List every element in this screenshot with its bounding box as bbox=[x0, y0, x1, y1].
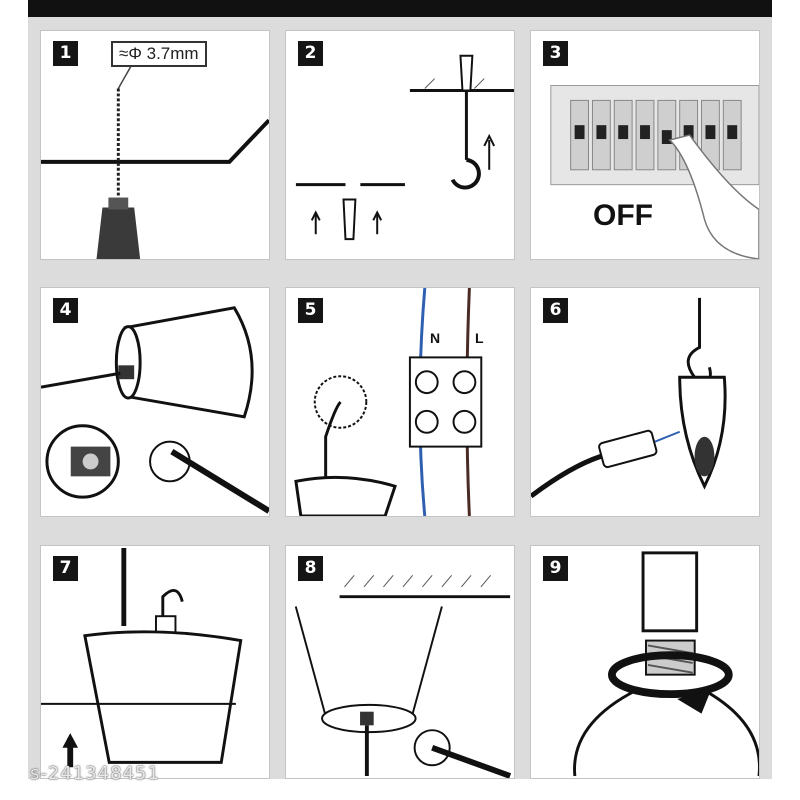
drill-size-label: ≈Φ 3.7mm bbox=[111, 41, 207, 67]
shade-lift-illustration bbox=[41, 548, 243, 768]
neutral-wire-label: N bbox=[430, 330, 441, 346]
step-3-panel: 3 OFF bbox=[530, 30, 760, 260]
breaker-panel-illustration bbox=[550, 85, 759, 259]
steps-grid: 1 ≈Φ 3.7mm 2 bbox=[28, 17, 772, 779]
step-number: 7 bbox=[53, 556, 78, 581]
shade-fasten-illustration bbox=[294, 574, 512, 778]
ceiling-drill-illustration bbox=[41, 58, 269, 259]
step-number: 4 bbox=[53, 298, 78, 323]
hook-connection-illustration bbox=[531, 297, 727, 499]
step-number: 9 bbox=[543, 556, 568, 581]
step-8-panel: 8 bbox=[285, 545, 515, 779]
bulb-install-illustration bbox=[573, 551, 759, 777]
step-number: 1 bbox=[53, 41, 78, 66]
watermark-id: s-241348451 bbox=[30, 763, 160, 784]
step-1-panel: 1 ≈Φ 3.7mm bbox=[40, 30, 270, 260]
step-number: 6 bbox=[543, 298, 568, 323]
step-number: 2 bbox=[298, 41, 323, 66]
off-label: OFF bbox=[593, 199, 653, 232]
wiring-block-illustration bbox=[294, 288, 483, 516]
top-bar bbox=[28, 0, 772, 17]
step-9-panel: 9 bbox=[530, 545, 760, 779]
step-2-panel: 2 bbox=[285, 30, 515, 260]
live-wire-label: L bbox=[475, 330, 484, 346]
step-7-panel: 7 bbox=[40, 545, 270, 779]
shade-screw-illustration bbox=[41, 306, 269, 514]
step-number: 5 bbox=[298, 298, 323, 323]
step-number: 3 bbox=[543, 41, 568, 66]
step-5-panel: 5 N L bbox=[285, 287, 515, 517]
step-4-panel: 4 bbox=[40, 287, 270, 517]
step-6-panel: 6 bbox=[530, 287, 760, 517]
step-number: 8 bbox=[298, 556, 323, 581]
anchor-hook-illustration bbox=[295, 54, 514, 241]
